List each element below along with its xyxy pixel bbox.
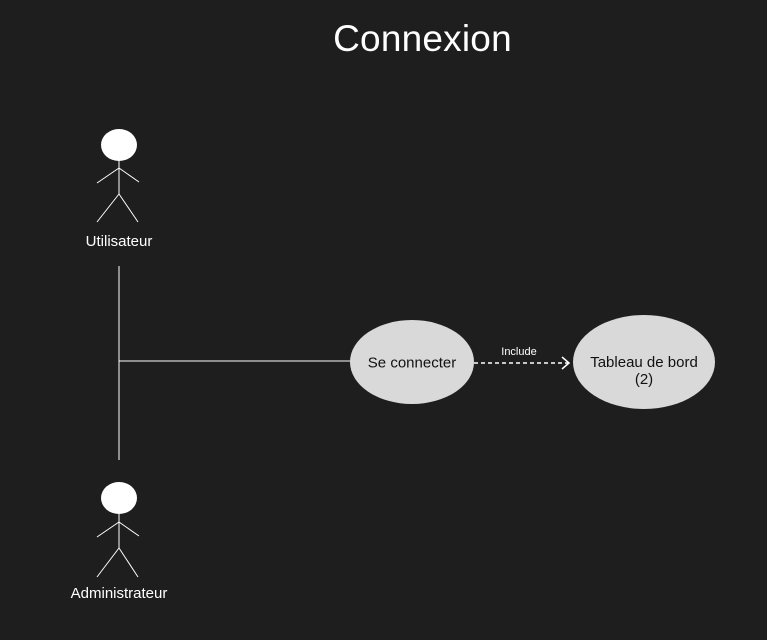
include-arrowhead — [561, 356, 571, 370]
use-case-label-line-1: Tableau de bord — [590, 354, 698, 371]
actor-label-administrateur: Administrateur — [70, 585, 168, 602]
use-case-label-tableau-de-bord: Tableau de bord (2) — [590, 354, 698, 388]
include-label: Include — [501, 346, 537, 358]
use-case-se-connecter[interactable] — [350, 320, 474, 404]
actor-head — [101, 129, 137, 161]
use-case-label-se-connecter: Se connecter — [367, 354, 457, 372]
use-case-tableau-de-bord[interactable] — [573, 315, 715, 409]
diagram-title: Connexion — [333, 18, 512, 59]
actor-leg-left — [96, 193, 120, 223]
actor-leg-right — [118, 193, 139, 223]
actor-label-utilisateur: Utilisateur — [85, 233, 153, 250]
actor-arm-left — [96, 521, 120, 538]
actor-head — [101, 482, 137, 514]
actor-leg-left — [96, 547, 120, 578]
actor-utilisateur[interactable] — [96, 129, 140, 223]
actor-administrateur[interactable] — [96, 482, 140, 578]
actor-arm-right — [118, 167, 140, 183]
actor-arm-right — [118, 521, 140, 537]
actor-leg-right — [118, 547, 139, 578]
actor-arm-left — [96, 167, 120, 184]
use-case-label-line-2: (2) — [634, 371, 654, 388]
